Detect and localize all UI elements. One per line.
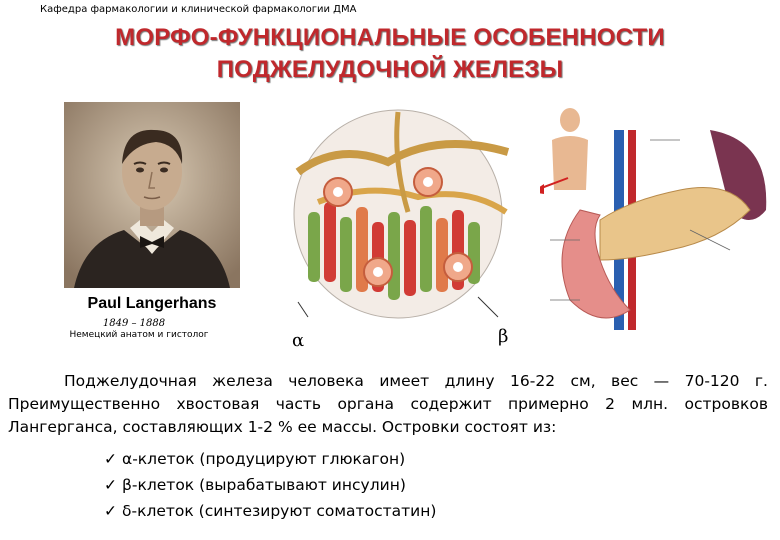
portrait-caption: Немецкий анатом и гистолог — [69, 330, 209, 340]
list-item: ✓β-клеток (вырабатывают инсулин) — [104, 472, 436, 498]
check-icon: ✓ — [104, 476, 117, 494]
check-icon: ✓ — [104, 450, 117, 468]
list-item: ✓δ-клеток (синтезируют соматостатин) — [104, 498, 436, 524]
pancreas-anatomy-illustration — [540, 100, 776, 344]
list-item: ✓α-клеток (продуцируют глюкагон) — [104, 446, 436, 472]
description-text: Поджелудочная железа человека имеет длин… — [8, 372, 768, 436]
check-icon: ✓ — [104, 502, 117, 520]
department-header: Кафедра фармакологии и клинической фарма… — [40, 4, 357, 15]
beta-cell-label: β — [498, 326, 509, 347]
title-line-1: МОРФО-ФУНКЦИОНАЛЬНЫЕ ОСОБЕННОСТИ — [115, 24, 665, 51]
title-line-2: ПОДЖЕЛУДОЧНОЙ ЖЕЛЕЗЫ — [216, 56, 564, 83]
page-title: МОРФО-ФУНКЦИОНАЛЬНЫЕ ОСОБЕННОСТИ ПОДЖЕЛУ… — [0, 22, 780, 86]
acinus-rosettes — [323, 167, 473, 287]
langerhans-portrait — [64, 102, 240, 288]
alpha-cell-label: α — [292, 330, 305, 351]
description-paragraph: Поджелудочная железа человека имеет длин… — [8, 370, 768, 439]
portrait-years: 1849 – 1888 — [102, 318, 166, 329]
cell-type-list: ✓α-клеток (продуцируют глюкагон) ✓β-клет… — [104, 446, 436, 524]
portrait-name: Paul Langerhans — [87, 295, 217, 312]
islet-illustration — [278, 102, 520, 328]
